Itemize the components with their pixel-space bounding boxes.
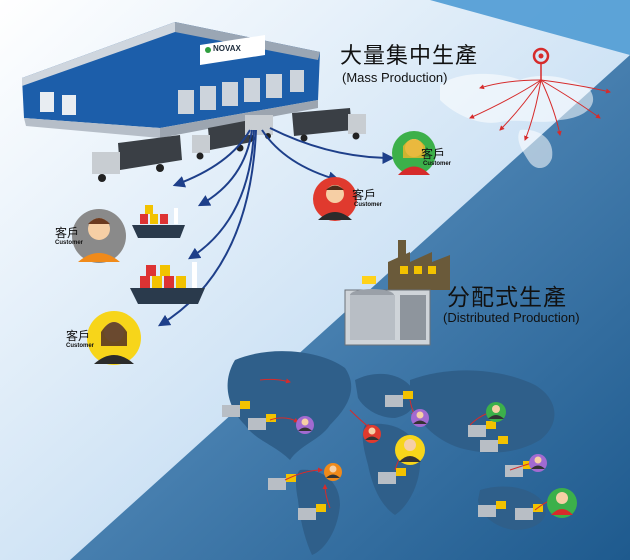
corner-background: [430, 0, 630, 55]
customer-sublabel: Customer: [423, 161, 452, 167]
map-customer-avatars: [296, 402, 577, 518]
customer-label: 客戶: [55, 226, 80, 240]
mass-production-title: 大量集中生產: [340, 44, 479, 69]
customer-sublabel: Customer: [66, 343, 95, 349]
mass-distribution-arrows: [469, 79, 611, 141]
customer-avatar: [72, 209, 126, 263]
production-machine-icon: [344, 289, 431, 346]
factory-icon: [362, 240, 450, 290]
customer-label: 客戶: [66, 329, 91, 343]
mass-delivery-arrows: [157, 127, 395, 327]
customer-sublabel: Customer: [55, 240, 84, 246]
customer-label: 客戶: [421, 147, 446, 161]
local-factories: [222, 391, 543, 520]
truck-icon: [292, 108, 366, 142]
customer-avatar: [392, 131, 436, 175]
customer-sublabel: Customer: [354, 202, 383, 208]
truck-icon: [92, 135, 182, 182]
distributed-production-subtitle: (Distributed Production): [443, 310, 580, 325]
warehouse-logo: NOVAX: [213, 44, 241, 53]
cargo-ship-icon: [132, 205, 185, 238]
location-pin-icon: [532, 47, 550, 80]
cargo-ship-icon: [130, 262, 205, 304]
warehouse: [22, 22, 320, 138]
customer-avatar: [313, 177, 357, 221]
distributed-production-title: 分配式生產: [447, 285, 567, 311]
customer-label: 客戶: [352, 188, 377, 202]
mass-production-subtitle: (Mass Production): [342, 70, 448, 85]
customer-avatar: [87, 311, 141, 365]
